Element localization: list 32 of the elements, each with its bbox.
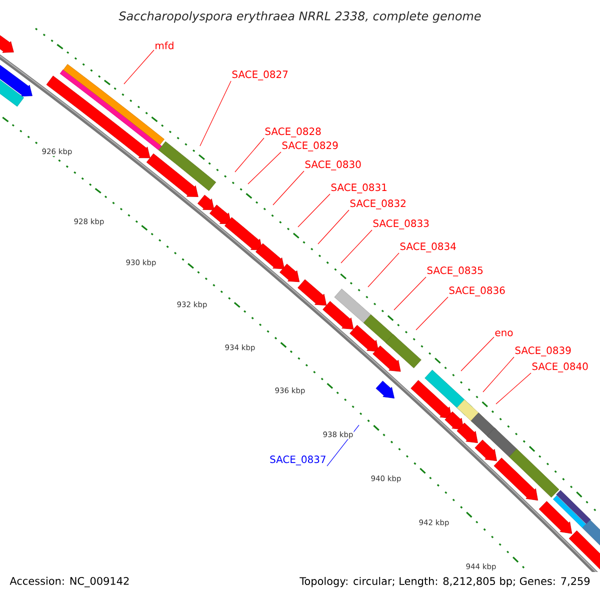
leader-line [272, 170, 304, 206]
leader-line [248, 152, 282, 184]
gene-label: SACE_0832 [350, 200, 406, 210]
gene-label: mfd [156, 42, 174, 50]
leader-line [496, 372, 532, 404]
gene-label: SACE_0839 [515, 346, 571, 356]
gene-label: SACE_0835 [427, 266, 483, 276]
leader-line [340, 230, 372, 264]
genome-info-text: Topology: circular; Length: 8,212,805 bp; Genes: 7,259 [300, 576, 590, 588]
title: Saccharopolyspora erythraea NRRL 2338, complete genome [118, 11, 481, 23]
leader-line [416, 296, 448, 330]
leader-line [234, 138, 264, 172]
accession-text: Accession: NC_009142 [10, 576, 129, 588]
leader-line [124, 50, 154, 84]
leader-line [200, 80, 232, 146]
gene-label: SACE_0829 [282, 142, 338, 152]
leader-line [318, 210, 350, 244]
gene-label: SACE_0833 [373, 220, 429, 230]
gene-label: SACE_0831 [331, 184, 387, 194]
gene-label: SACE_0834 [400, 242, 456, 252]
gene-label: SACE_0836 [449, 286, 505, 296]
leader-line [460, 336, 494, 372]
gene-label: SACE_0840 [532, 362, 588, 372]
leader-line [394, 276, 426, 310]
gene-label: eno [495, 330, 513, 336]
leader-line [368, 252, 400, 288]
gene-label: SACE_0830 [305, 160, 361, 170]
gene-label: SACE_0828 [265, 128, 321, 138]
gene-label: SACE_0837 [270, 456, 326, 466]
gene-label: SACE_0827 [232, 70, 288, 80]
leader-line [298, 194, 330, 228]
leader-line [482, 356, 514, 392]
